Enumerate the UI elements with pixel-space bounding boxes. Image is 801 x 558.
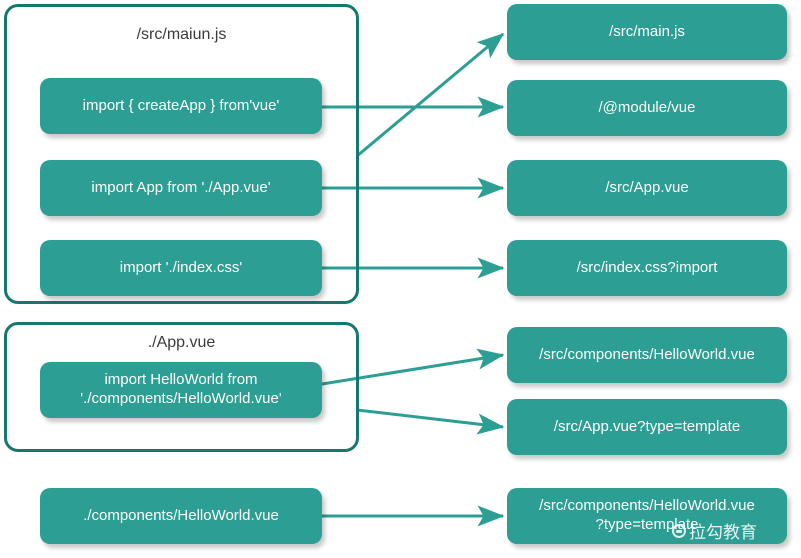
group-title-app-vue: ./App.vue <box>147 334 216 351</box>
node-src-app-vue[interactable]: /src/App.vue <box>507 160 787 216</box>
group-box-main-js <box>4 4 359 304</box>
edge-group-app-vue-to-src-app-vue-template <box>356 408 505 435</box>
node-src-components-helloworld-vue[interactable]: /src/components/HelloWorld.vue <box>507 327 787 383</box>
node-src-components-helloworld-template[interactable]: /src/components/HelloWorld.vue ?type=tem… <box>507 488 787 544</box>
group-box-app-vue <box>4 322 359 452</box>
edge-group-main-to-src-main-js <box>356 32 505 158</box>
node-import-index-css[interactable]: import './index.css' <box>40 240 322 296</box>
node-module-vue[interactable]: /@module/vue <box>507 80 787 136</box>
node-components-helloworld[interactable]: ./components/HelloWorld.vue <box>40 488 322 544</box>
group-title-main-js: /src/maiun.js <box>136 26 227 43</box>
node-import-helloworld[interactable]: import HelloWorld from './components/Hel… <box>40 362 322 418</box>
edge-helloworld-to-src-components-helloworld <box>321 348 505 386</box>
node-src-app-vue-template[interactable]: /src/App.vue?type=template <box>507 399 787 455</box>
node-src-main-js[interactable]: /src/main.js <box>507 4 787 60</box>
node-src-index-css-import[interactable]: /src/index.css?import <box>507 240 787 296</box>
node-import-app[interactable]: import App from './App.vue' <box>40 160 322 216</box>
node-import-createapp[interactable]: import { createApp } from'vue' <box>40 78 322 134</box>
